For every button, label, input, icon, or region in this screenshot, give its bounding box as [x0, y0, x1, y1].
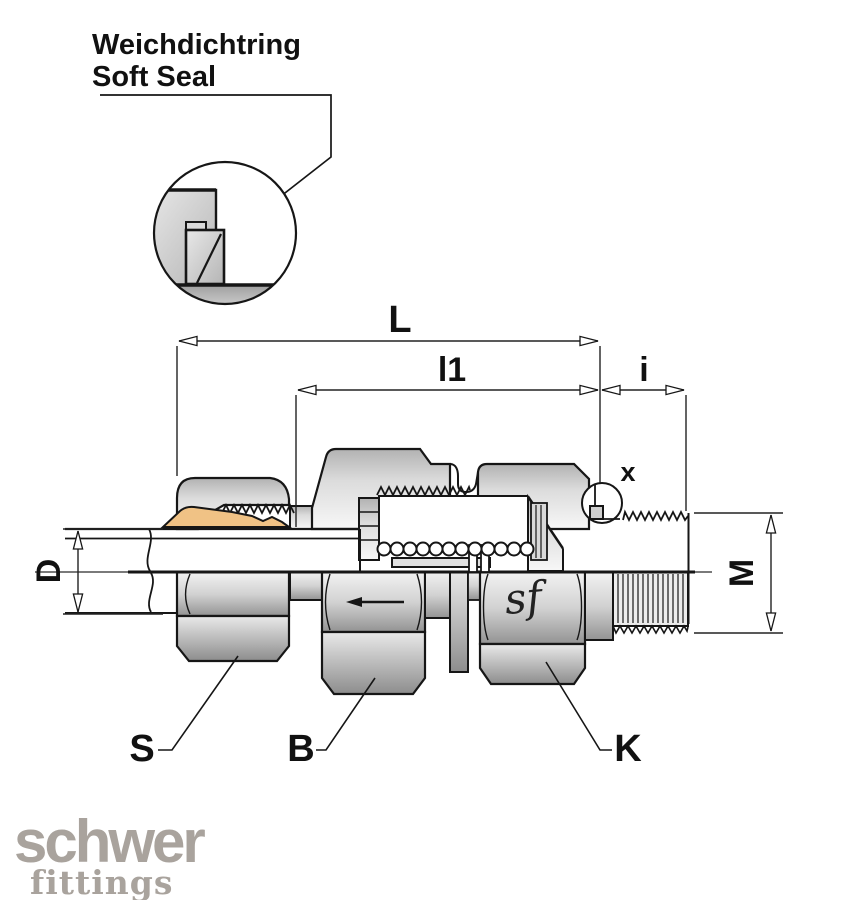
dim-label-x: x	[620, 457, 635, 487]
spring-plate	[391, 557, 491, 568]
nut-s-thread-zigzag	[221, 502, 295, 516]
washer-step	[467, 571, 481, 601]
part-label-B: B	[287, 728, 314, 770]
body-neck-left	[289, 571, 323, 601]
body-neck-mid	[424, 571, 453, 619]
washer-ring	[449, 571, 469, 673]
valve-seat	[358, 497, 380, 561]
collar-right	[584, 571, 614, 641]
body-hex-arc-left	[324, 573, 331, 631]
nut-k-arc-right	[576, 573, 583, 641]
callout-leader-line	[100, 94, 332, 226]
nut-s-cylinder	[175, 570, 291, 618]
x-detail-seal-square	[589, 505, 604, 520]
dimension-system	[63, 335, 783, 634]
body-hex	[320, 630, 427, 696]
nut-k-cylinder	[478, 570, 587, 646]
soft-seal-callout: Weichdichtring Soft Seal	[92, 29, 332, 230]
nut-k-hex	[478, 642, 587, 686]
callout-line-en: Soft Seal	[92, 61, 216, 93]
part-label-K: K	[614, 728, 642, 770]
nut-k-arc-left	[482, 573, 489, 641]
male-thread-body	[612, 571, 689, 627]
dim-label-M: M	[723, 559, 761, 587]
leader-S	[158, 655, 239, 751]
dim-label-L: L	[388, 299, 411, 341]
part-label-leaders	[158, 655, 612, 751]
detail-seal-ring	[184, 228, 226, 286]
part-label-S: S	[129, 728, 154, 770]
male-thread-crests	[617, 574, 684, 623]
brand-name: schwer	[14, 808, 205, 875]
body-hex-arc-right	[416, 573, 423, 631]
seal-position-marker: x	[581, 457, 636, 524]
nut-s-arc	[184, 573, 191, 615]
male-thread-zigzag-upper	[622, 509, 689, 523]
dim-label-i: i	[639, 351, 648, 389]
detail-seal-chamfer-line	[196, 233, 222, 284]
leader-B	[316, 677, 376, 751]
dim-label-l1: l1	[438, 351, 466, 389]
brand-logo: schwer fittings	[14, 808, 208, 900]
flow-arrow-icon	[346, 597, 362, 607]
brand-sub: fittings	[30, 863, 173, 900]
cutting-ring	[160, 505, 293, 528]
tube-break-line-upper	[146, 528, 152, 572]
callout-line-de: Weichdichtring	[92, 29, 301, 61]
fitting-exterior-lower-half	[65, 570, 689, 696]
seal-detail-circle	[152, 160, 298, 306]
poppet-head	[530, 502, 548, 561]
spring-coils	[376, 541, 535, 557]
tube-break-line-lower	[148, 572, 154, 613]
detail-circle-outline	[152, 160, 298, 306]
male-thread-teeth-lower	[612, 624, 689, 635]
body-neck-section	[289, 505, 313, 530]
dim-label-D: D	[30, 559, 68, 584]
nut-s-hex	[175, 614, 291, 663]
leader-K	[545, 661, 612, 751]
